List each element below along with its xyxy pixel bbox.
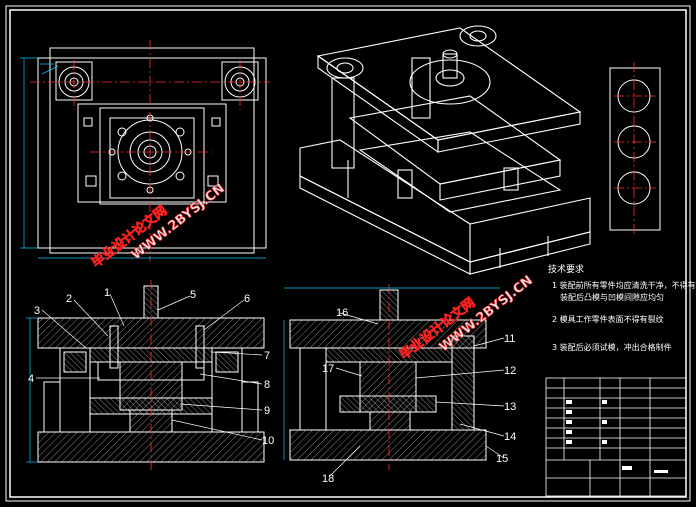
top-view-centerlines: [30, 40, 270, 262]
part-label: 15: [496, 453, 508, 465]
notes-title: 技术要求: [548, 263, 584, 275]
part-label: 5: [190, 289, 196, 301]
part-label: 3: [34, 305, 40, 317]
technical-notes: 技术要求 1 装配前所有零件均应清洗干净，不得有划伤、锈蚀 装配后凸模与凹模间隙…: [548, 263, 696, 352]
isometric-view: [299, 25, 591, 275]
title-block: [545, 377, 687, 497]
part-labels: 1 2 3 4 5 6 7 8 9 10 11 12 13 14 15 16 1…: [28, 287, 516, 485]
part-label: 2: [66, 293, 72, 305]
top-view-dimensions: [20, 57, 266, 259]
part-label: 7: [264, 350, 270, 362]
part-label: 8: [264, 379, 270, 391]
strip-layout: [609, 67, 661, 231]
front-section-left-dims: [26, 317, 38, 463]
front-section-right: [289, 289, 487, 461]
part-label: 11: [504, 333, 515, 345]
notes-line: 2 模具工作零件表面不得有裂纹: [552, 314, 664, 324]
part-label: 14: [504, 431, 516, 443]
leader-lines: [36, 293, 505, 477]
part-label: 10: [262, 435, 274, 447]
notes-line: 3 装配后必须试模，冲出合格制件: [552, 342, 672, 352]
drawing-frame: [5, 5, 691, 502]
front-section-right-dims: [283, 287, 500, 460]
title-block-fill: [566, 400, 668, 473]
part-label: 4: [28, 373, 34, 385]
notes-line: 装配后凸模与凹模间隙应均匀: [560, 292, 664, 302]
part-label: 1: [104, 287, 110, 299]
watermark-1: 毕业设计论文网 WWW.2BYSJ.CN: [88, 181, 228, 272]
notes-line: 1 装配前所有零件均应清洗干净，不得有划伤、锈蚀: [552, 280, 696, 290]
part-label: 18: [322, 473, 334, 485]
part-label: 9: [264, 405, 270, 417]
part-label: 17: [322, 363, 334, 375]
part-label: 6: [244, 293, 250, 305]
part-label: 16: [336, 307, 348, 319]
strip-centerline: [614, 62, 656, 236]
part-label: 13: [504, 401, 516, 413]
part-label: 12: [504, 365, 516, 377]
